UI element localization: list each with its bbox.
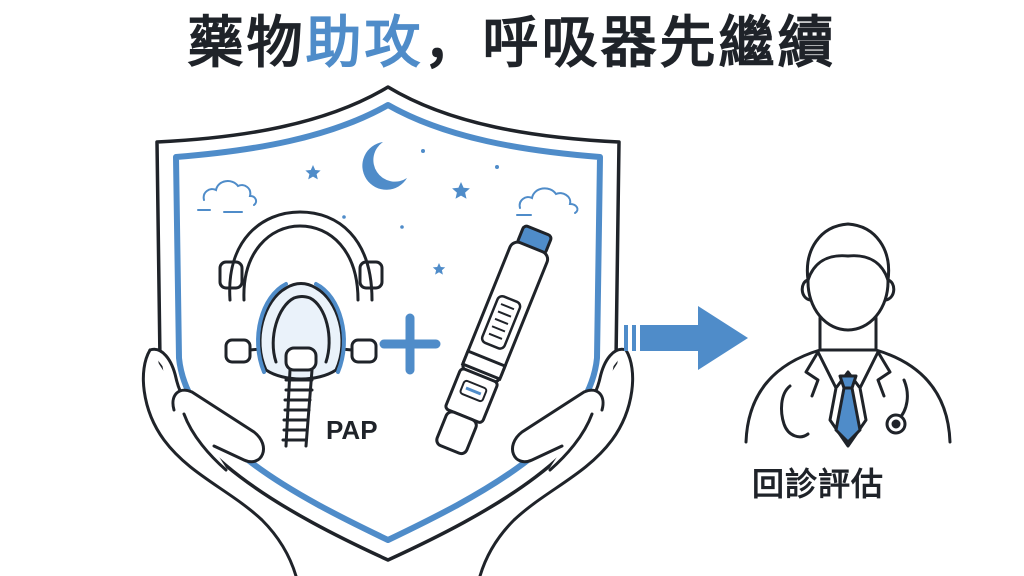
cpap-hose: [281, 368, 314, 448]
cloud-icon: [518, 187, 579, 214]
star-icon: [452, 182, 470, 199]
title-highlight: 助攻: [305, 11, 424, 76]
injection-pen-icon: [435, 224, 553, 456]
title-part1: 藥物: [187, 11, 306, 76]
cloud-icon: [202, 180, 258, 206]
followup-label: 回診評估: [752, 465, 885, 503]
title-part2: ，呼吸器先繼續: [423, 11, 837, 76]
doctor-icon: [744, 222, 952, 448]
cpap-mask-icon: [218, 210, 384, 448]
star-icon: [432, 263, 446, 275]
star-icon: [400, 225, 404, 229]
hands-icon: [141, 347, 635, 576]
pap-label: PAP: [326, 415, 378, 445]
star-icon: [495, 165, 499, 169]
star-icon: [342, 215, 346, 219]
cloud-icons: [197, 180, 579, 216]
shield-icon: [155, 85, 621, 562]
page-title: 藥物助攻，呼吸器先繼續: [0, 6, 1024, 82]
star-icons: [305, 149, 499, 275]
moon-icon: [362, 142, 407, 190]
plus-icon: [379, 313, 441, 375]
star-icon: [421, 149, 425, 153]
arrow-right-icon: [624, 306, 748, 370]
star-icon: [305, 165, 321, 180]
